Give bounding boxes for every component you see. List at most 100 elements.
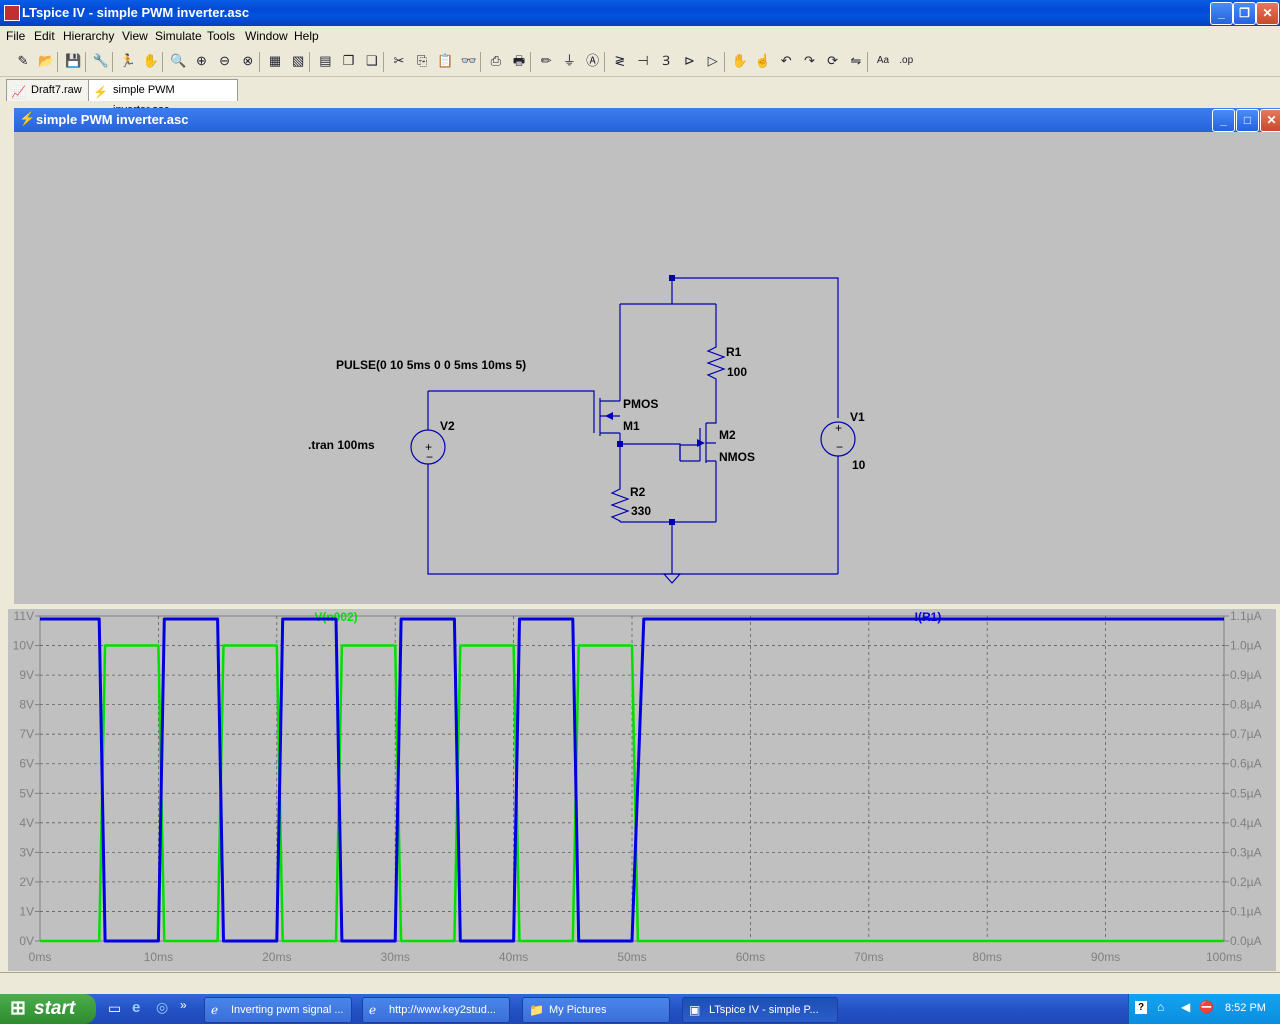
menu-file[interactable]: File [6, 29, 26, 43]
label-net-icon[interactable]: Ⓐ [586, 53, 600, 68]
v1-label[interactable]: V1 [850, 410, 865, 424]
x-tick-label: 60ms [736, 950, 765, 964]
copy-icon[interactable]: ⎘ [416, 53, 428, 68]
tab-simple-pwm-inverter[interactable]: ⚡ simple PWM inverter.asc [88, 79, 238, 116]
print-icon[interactable]: 🖶 [512, 53, 526, 68]
network-icon[interactable]: ⌂ [1157, 1000, 1165, 1014]
chevron-icon[interactable]: » [180, 998, 187, 1012]
menu-window[interactable]: Window [245, 29, 288, 43]
cut-icon[interactable]: ✂ [393, 53, 405, 68]
menu-view[interactable]: View [122, 29, 148, 43]
rotate-icon[interactable]: ⟳ [827, 53, 839, 68]
r1-label[interactable]: R1 [726, 345, 742, 359]
title-bar[interactable]: LTspice IV - simple PWM inverter.asc _ ❐… [0, 0, 1280, 26]
minimize-button[interactable]: _ [1210, 2, 1233, 25]
r1-value[interactable]: 100 [727, 365, 747, 379]
child-close-button[interactable]: ✕ [1260, 109, 1280, 132]
taskbar-item-3[interactable]: 📁My Pictures [522, 997, 670, 1023]
diode-icon[interactable]: ⊳ [683, 53, 695, 68]
open-icon[interactable]: 📂 [38, 53, 55, 68]
x-tick-label: 0ms [29, 950, 52, 964]
new-schematic-icon[interactable]: ✎ [17, 53, 29, 68]
run-icon[interactable]: 🏃 [119, 53, 136, 68]
tab-draft7-raw[interactable]: 📈 Draft7.raw [6, 79, 92, 101]
m1-label[interactable]: M1 [623, 419, 640, 433]
text-icon[interactable]: Aa [876, 55, 890, 66]
pan-icon[interactable]: ⊕ [195, 53, 207, 68]
mirror-icon[interactable]: ⇋ [850, 53, 862, 68]
move-icon[interactable]: ✋ [731, 53, 748, 68]
r2-value[interactable]: 330 [631, 504, 651, 518]
print-setup-icon[interactable]: ⎙ [490, 53, 501, 68]
v2-label[interactable]: V2 [440, 419, 455, 433]
taskbar-item-4[interactable]: ▣LTspice IV - simple P... [682, 997, 838, 1023]
menu-help[interactable]: Help [294, 29, 319, 43]
halt-icon[interactable]: ✋ [142, 53, 160, 68]
inductor-icon[interactable]: Ɜ [662, 53, 671, 68]
menu-edit[interactable]: Edit [34, 29, 55, 43]
delete-traces-icon[interactable]: ▧ [292, 53, 305, 68]
component-icon[interactable]: ▷ [707, 53, 718, 68]
wire-icon[interactable]: ✏ [540, 53, 552, 68]
capacitor-icon[interactable]: ⊣ [637, 53, 649, 68]
ie-icon[interactable]: e [132, 999, 141, 1016]
undo-icon[interactable]: ↶ [780, 53, 792, 68]
toolbar-separator [259, 52, 260, 72]
paste-icon[interactable]: 📋 [437, 53, 454, 68]
y2-tick-label: 0.1µA [1230, 904, 1262, 918]
save-icon[interactable]: 💾 [65, 53, 82, 68]
zoom-out-icon[interactable]: ⊖ [219, 53, 231, 68]
ground-icon[interactable]: ⏚ [562, 53, 576, 68]
schematic-canvas[interactable]: +− +− PULSE(0 10 5ms 0 0 5ms 10ms 5) .tr… [17, 133, 1277, 603]
zoom-fit-icon[interactable]: ⊗ [242, 53, 254, 68]
r2-label[interactable]: R2 [630, 485, 646, 499]
m2-label[interactable]: M2 [719, 428, 736, 442]
restore-button[interactable]: ❐ [1233, 2, 1256, 25]
pane-splitter[interactable] [0, 604, 1280, 610]
show-desktop-icon[interactable]: ▭ [108, 1000, 122, 1016]
find-icon[interactable]: 👓 [460, 53, 477, 68]
taskbar-item-label: http://www.key2stud... [389, 1004, 496, 1016]
y-tick-label: 11V [14, 609, 34, 623]
cascade-icon[interactable]: ❐ [342, 53, 355, 68]
media-icon[interactable]: ◎ [156, 999, 169, 1015]
close-button[interactable]: ✕ [1256, 2, 1279, 25]
start-button[interactable]: ⊞ start [0, 994, 96, 1024]
m2-model[interactable]: NMOS [719, 450, 755, 464]
tile-horizontal-icon[interactable]: ▤ [319, 53, 332, 68]
autorange-icon[interactable]: ▦ [268, 53, 282, 68]
tile-vertical-icon[interactable]: ❑ [365, 53, 378, 68]
child-title-bar[interactable]: ⚡ simple PWM inverter.asc _ □ ✕ [14, 108, 1280, 132]
y-tick-label: 7V [19, 727, 34, 741]
ltspice-icon [4, 5, 20, 21]
menu-tools[interactable]: Tools [207, 29, 236, 43]
pulse-directive[interactable]: PULSE(0 10 5ms 0 0 5ms 10ms 5) [336, 358, 526, 372]
control-panel-icon[interactable]: 🔧 [92, 53, 109, 68]
y2-tick-label: 1.1µA [1230, 609, 1262, 623]
ie-icon: ℯ [211, 1003, 219, 1017]
tran-directive[interactable]: .tran 100ms [308, 438, 375, 452]
menu-hierarchy[interactable]: Hierarchy [63, 29, 115, 43]
child-minimize-button[interactable]: _ [1212, 109, 1235, 132]
resistor-icon[interactable]: ≷ [614, 53, 626, 68]
schematic-icon: ⚡ [19, 111, 36, 126]
spice-directive-icon[interactable]: .op [899, 55, 914, 66]
redo-icon[interactable]: ↷ [803, 53, 815, 68]
schematic-icon: ⚡ [93, 85, 108, 99]
security-icon[interactable]: ⛔ [1199, 1000, 1214, 1014]
m1-model[interactable]: PMOS [623, 397, 658, 411]
v1-value[interactable]: 10 [852, 458, 866, 472]
menu-simulate[interactable]: Simulate [155, 29, 202, 43]
x-tick-label: 50ms [617, 950, 646, 964]
help-icon[interactable]: ? [1135, 1001, 1147, 1014]
drag-icon[interactable]: ☝ [754, 53, 772, 68]
wire [427, 464, 838, 575]
clock[interactable]: 8:52 PM [1225, 1002, 1266, 1014]
toolbar-separator [57, 52, 59, 72]
child-maximize-button[interactable]: □ [1236, 109, 1259, 132]
zoom-in-icon[interactable]: 🔍 [170, 53, 187, 68]
back-icon[interactable]: ◀ [1181, 1000, 1191, 1014]
